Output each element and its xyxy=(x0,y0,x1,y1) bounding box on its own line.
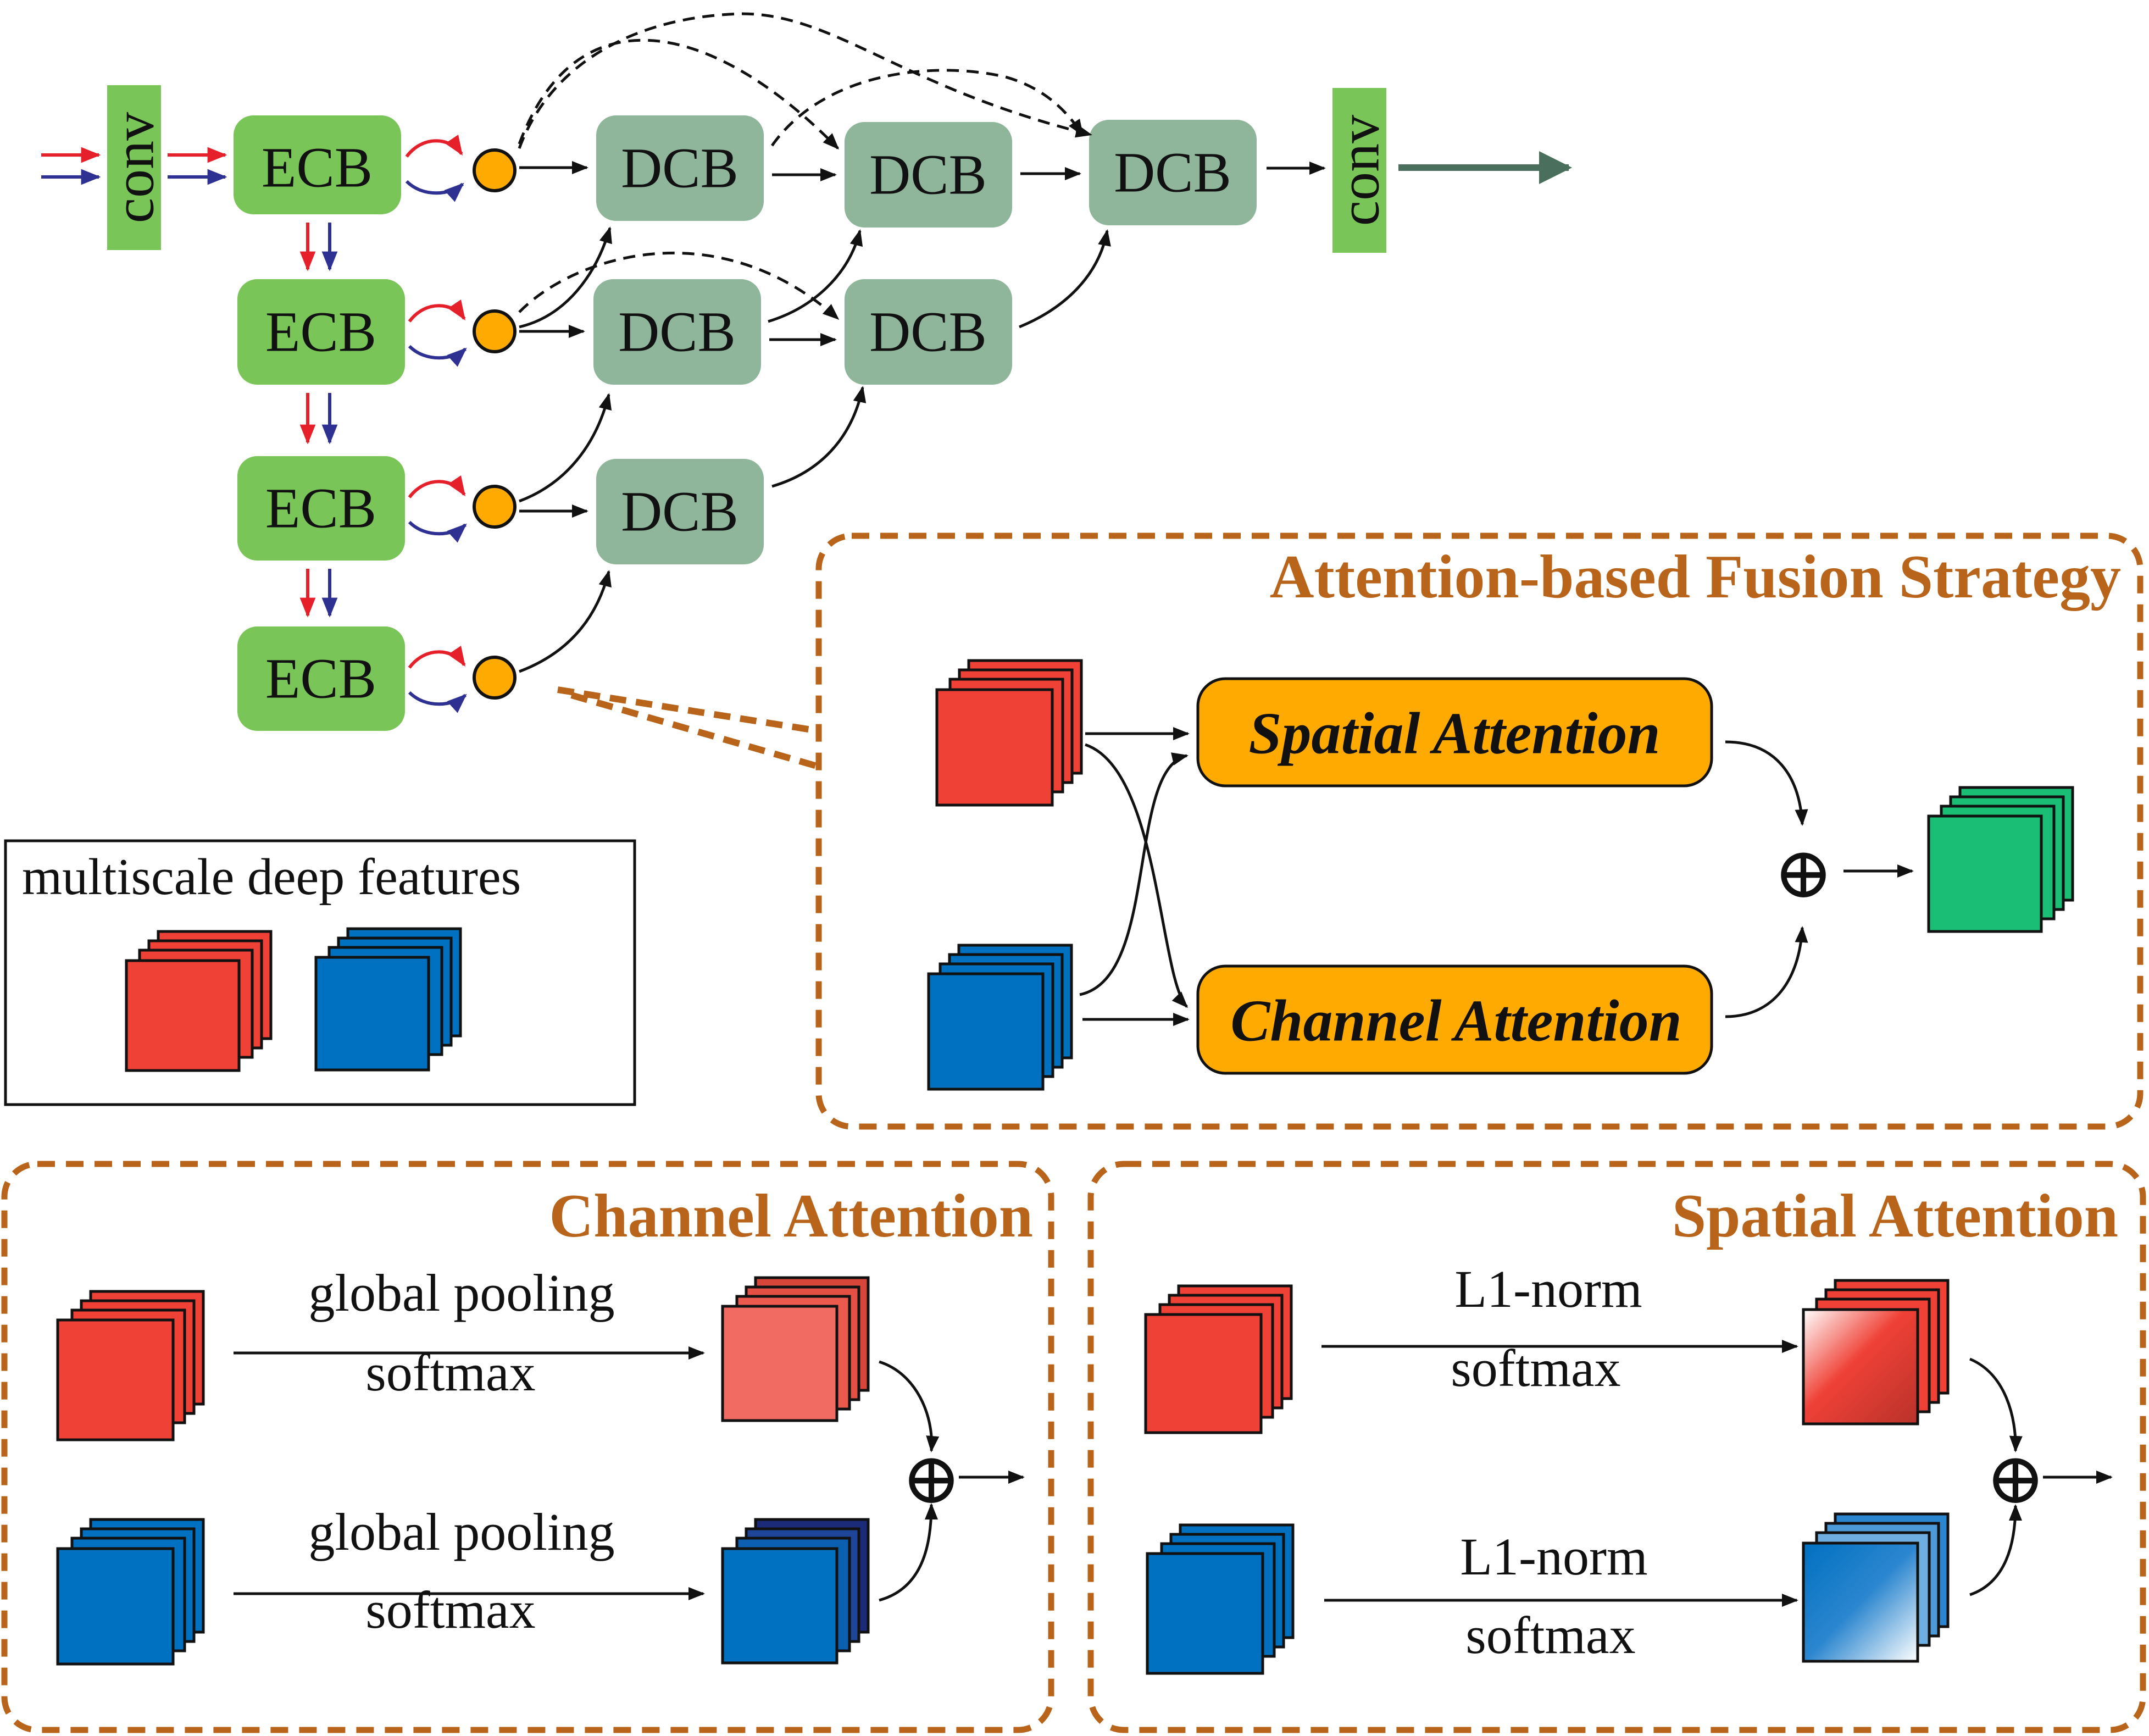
spatial-red-output-icon xyxy=(1802,1279,1950,1426)
dcb-block-2-2: DCB xyxy=(845,279,1012,385)
channel-blue-input-icon xyxy=(56,1518,205,1666)
input-conv-label: conv xyxy=(103,112,166,223)
legend-red-feature-icon xyxy=(125,930,273,1072)
channel-red-input-icon xyxy=(56,1290,205,1441)
ecb-label-3: ECB xyxy=(265,477,376,540)
spatial-op2-line1: L1-norm xyxy=(1460,1527,1647,1586)
spatial-op1-line1: L1-norm xyxy=(1454,1260,1642,1318)
dcb-block-1-3: DCB xyxy=(1089,120,1257,225)
spatial-attention-panel: Spatial Attention L1-norm softmax L1-nor… xyxy=(1087,1161,2146,1733)
fusion-node-3 xyxy=(473,485,517,529)
dcb-block-1-2: DCB xyxy=(845,122,1012,228)
dcb-label-2-1: DCB xyxy=(618,301,736,364)
dcb-block-1-1: DCB xyxy=(596,115,764,221)
fusion-output-feature-icon xyxy=(1927,786,2074,933)
fusion-sum-icon: ⊕ xyxy=(1774,834,1834,913)
zoom-connector xyxy=(557,686,820,770)
legend-blue-feature-icon xyxy=(314,927,462,1072)
dcb-label-3-1: DCB xyxy=(621,480,738,543)
fusion-nodes xyxy=(473,148,517,700)
channel-op2-line2: softmax xyxy=(365,1580,535,1639)
input-conv-block: conv xyxy=(103,85,166,250)
channel-blue-output-icon xyxy=(721,1518,870,1665)
ecb-label-4: ECB xyxy=(265,647,376,711)
ecb-label-2: ECB xyxy=(265,301,376,364)
fusion-node-2 xyxy=(473,309,517,353)
ecb-block-3: ECB xyxy=(237,456,405,561)
dcb-block-2-1: DCB xyxy=(593,279,761,385)
encoder-decoder-network: conv ECB ECB ECB ECB xyxy=(41,12,1572,731)
spatial-op2-line2: softmax xyxy=(1465,1606,1635,1665)
ecb-block-2: ECB xyxy=(237,279,405,385)
channel-op2-line1: global pooling xyxy=(308,1502,614,1561)
spatial-panel-arrows xyxy=(1321,1340,2113,1607)
legend-box: multiscale deep features xyxy=(4,839,636,1106)
output-conv-label: conv xyxy=(1328,115,1391,226)
channel-op1-line1: global pooling xyxy=(308,1263,614,1322)
fusion-strategy-panel: Attention-based Fusion Strategy Spatial … xyxy=(815,533,2144,1130)
spatial-panel-title: Spatial Attention xyxy=(1672,1182,2118,1250)
ecb-block-1: ECB xyxy=(234,115,401,214)
fusion-node-1 xyxy=(473,148,517,192)
fusion-arrows xyxy=(1079,727,1914,1026)
ecb-block-4: ECB xyxy=(237,626,405,731)
channel-red-output-icon xyxy=(721,1276,870,1422)
channel-attention-label: Channel Attention xyxy=(1230,989,1681,1054)
fusion-red-feature-icon xyxy=(935,659,1083,807)
ecb-label-1: ECB xyxy=(262,136,373,199)
fusion-blue-feature-icon xyxy=(927,944,1073,1091)
channel-panel-title: Channel Attention xyxy=(549,1182,1033,1250)
spatial-sum-icon: ⊕ xyxy=(1986,1440,2046,1519)
spatial-attention-label: Spatial Attention xyxy=(1248,701,1660,767)
output-conv-block: conv xyxy=(1328,88,1391,253)
dcb-label-1-3: DCB xyxy=(1114,141,1231,204)
ecb-fusion-arrows xyxy=(405,135,467,713)
ecb-down-arrows xyxy=(299,223,338,618)
dcb-block-3-1: DCB xyxy=(596,459,764,564)
spatial-attention-box: Spatial Attention xyxy=(1196,677,1713,787)
dcb-label-2-2: DCB xyxy=(869,301,987,364)
decoder-arrows xyxy=(519,161,1326,673)
spatial-blue-input-icon xyxy=(1146,1523,1295,1675)
spatial-red-input-icon xyxy=(1144,1284,1293,1434)
skip-connections xyxy=(518,12,1092,320)
spatial-blue-output-icon xyxy=(1802,1512,1950,1663)
channel-sum-icon: ⊕ xyxy=(902,1440,962,1519)
dcb-label-1-1: DCB xyxy=(621,137,738,200)
legend-title: multiscale deep features xyxy=(22,848,521,906)
dcb-label-1-2: DCB xyxy=(869,143,987,207)
spatial-op1-line2: softmax xyxy=(1451,1339,1620,1397)
fusion-panel-title: Attention-based Fusion Strategy xyxy=(1270,543,2121,611)
channel-panel-arrows xyxy=(234,1346,1025,1602)
fusion-node-4 xyxy=(473,656,517,700)
channel-attention-panel: Channel Attention global pooling softmax… xyxy=(1,1161,1054,1733)
channel-attention-box: Channel Attention xyxy=(1196,964,1713,1075)
